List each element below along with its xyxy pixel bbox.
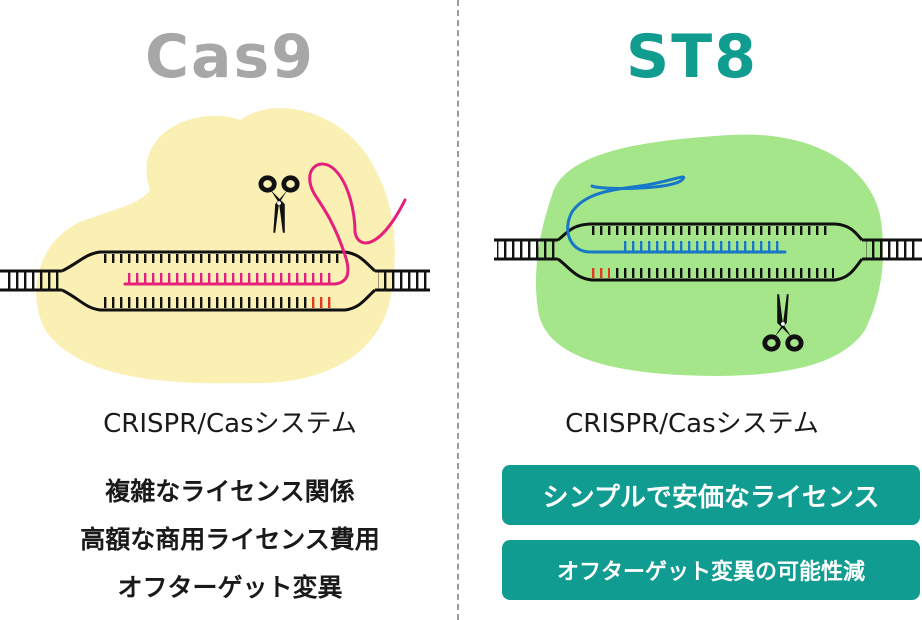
st8-pam-marks xyxy=(590,268,610,278)
st8-protein-blob xyxy=(535,134,884,376)
st8-complex xyxy=(494,134,922,376)
st8-title: ST8 xyxy=(626,22,758,92)
cas9-drawback-2: 高額な商用ライセンス費用 xyxy=(80,525,380,554)
st8-benefit-1: シンプルで安価なライセンス xyxy=(502,465,920,525)
cas9-protein-blob xyxy=(36,108,395,384)
cas9-guide-rna xyxy=(123,162,407,286)
st8-guide-rna xyxy=(566,175,787,254)
cas9-dna-right-arm-ticks xyxy=(378,272,430,289)
cas9-drawback-1: 複雑なライセンス関係 xyxy=(105,477,355,506)
cas9-drawback-3: オフターゲット変異 xyxy=(117,573,343,602)
cas9-complex xyxy=(0,108,430,384)
center-divider xyxy=(457,0,459,620)
st8-system-label: CRISPR/Casシステム xyxy=(565,409,819,439)
cas9-dna-left-arm-ticks xyxy=(4,272,60,289)
cas9-system-label: CRISPR/Casシステム xyxy=(103,409,357,439)
cas9-title: Cas9 xyxy=(145,22,315,92)
st8-benefit-2: オフターゲット変異の可能性減 xyxy=(502,540,920,600)
cas9-pam-marks xyxy=(312,297,332,308)
